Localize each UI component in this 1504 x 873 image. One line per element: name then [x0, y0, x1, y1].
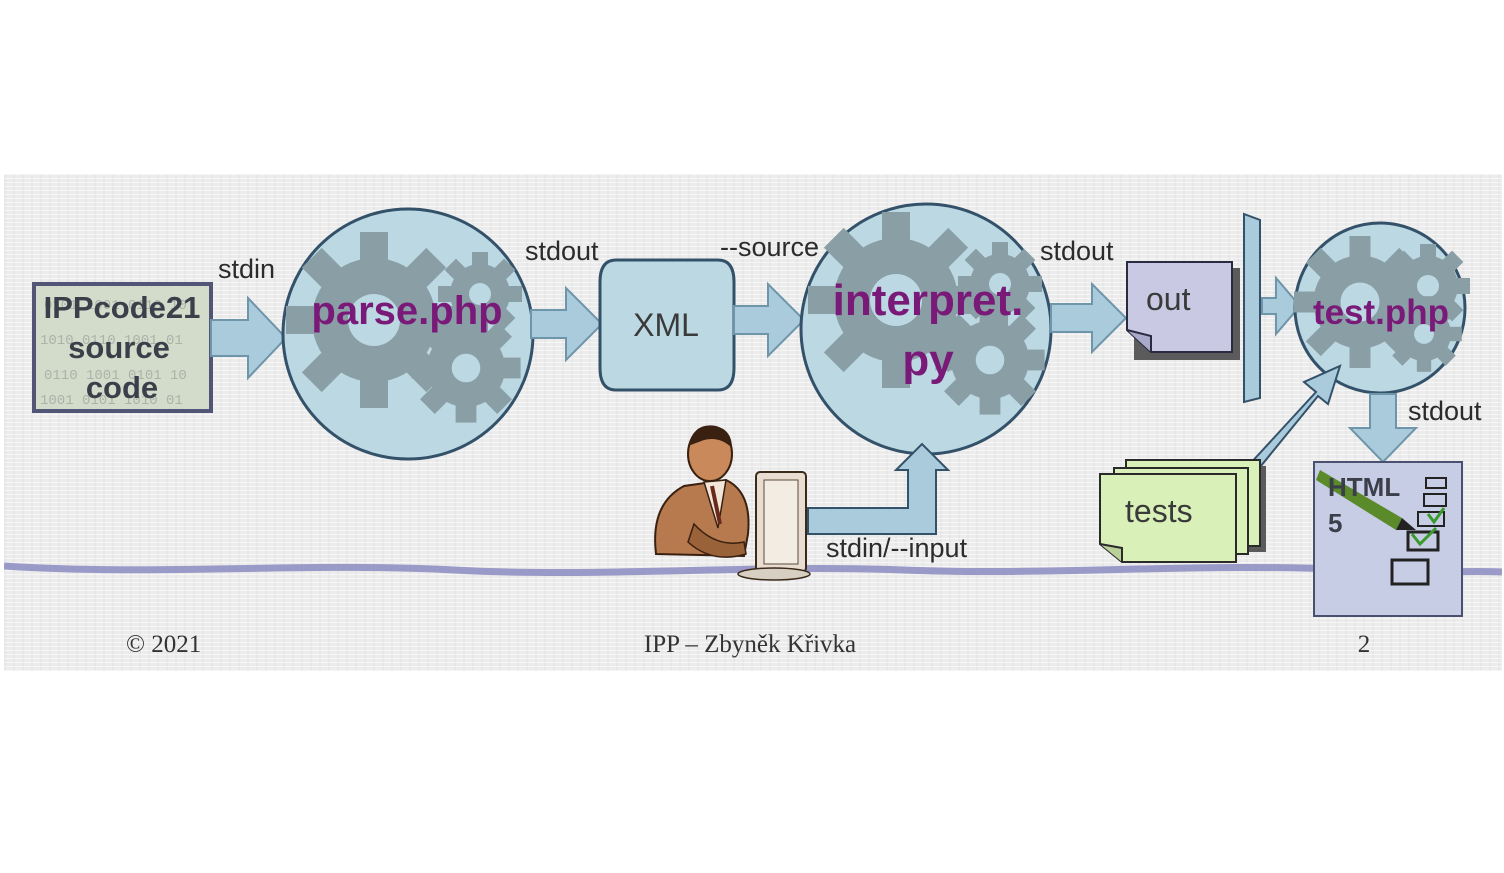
source-line-1: IPPcode21	[44, 290, 201, 325]
footer-copyright: © 2021	[126, 631, 201, 658]
svg-text:1001 0101 1010 01: 1001 0101 1010 01	[40, 393, 183, 409]
arrow-tests-to-test	[1246, 364, 1342, 474]
collector-bar	[1243, 212, 1261, 404]
test-process: test.php	[1293, 221, 1470, 395]
xml-label: XML	[633, 307, 699, 343]
html5-label-1: HTML	[1328, 472, 1400, 502]
source-line-2: source	[68, 330, 170, 365]
pipeline-diagram: 0101 1001 0110 10 1010 0110 1001 01 0110…	[4, 202, 1502, 658]
label-test-stdout: stdout	[1408, 396, 1482, 426]
tests-label: tests	[1125, 493, 1193, 529]
svg-text:0110 1001 0101 10: 0110 1001 0101 10	[44, 368, 187, 384]
arrow-input	[807, 442, 951, 535]
label-stdin: stdin	[218, 254, 275, 284]
parse-process: parse.php	[281, 207, 535, 461]
interpret-label-2: py	[902, 336, 954, 385]
tests-files: tests	[1099, 459, 1266, 563]
label-interpret-stdout: stdout	[1040, 236, 1114, 266]
out-label: out	[1146, 281, 1191, 317]
svg-text:0101 1001 0110 10: 0101 1001 0110 10	[44, 298, 187, 314]
arrow-test-stdout	[1347, 393, 1419, 464]
source-code-box: 0101 1001 0110 10 1010 0110 1001 01 0110…	[32, 282, 213, 413]
interpret-process: interpret. py	[799, 202, 1053, 456]
user-at-computer-icon	[654, 425, 811, 581]
interpret-label-1: interpret.	[833, 276, 1024, 325]
svg-text:1010 0110 1001 01: 1010 0110 1001 01	[40, 333, 183, 349]
parse-label: parse.php	[311, 289, 502, 333]
html5-report: HTML 5	[1313, 461, 1463, 617]
footer-author: IPP – Zbyněk Křivka	[644, 631, 856, 658]
source-line-3: code	[86, 370, 158, 405]
label-parse-stdout: stdout	[525, 236, 599, 266]
arrow-to-test	[1261, 275, 1302, 337]
html5-label-2: 5	[1328, 508, 1342, 538]
arrow-stdin	[210, 295, 288, 381]
label-input: stdin/--input	[826, 533, 968, 563]
footer-page-number: 2	[1358, 631, 1371, 658]
arrow-interpret-stdout	[1050, 281, 1128, 355]
xml-file: XML	[598, 258, 736, 392]
test-label: test.php	[1313, 293, 1449, 332]
diagram-slide: 0101 1001 0110 10 1010 0110 1001 01 0110…	[4, 174, 1502, 671]
arrow-source	[733, 281, 806, 359]
label-source: --source	[720, 232, 819, 262]
arrow-parse-stdout	[530, 285, 604, 363]
out-file: out	[1126, 261, 1240, 360]
